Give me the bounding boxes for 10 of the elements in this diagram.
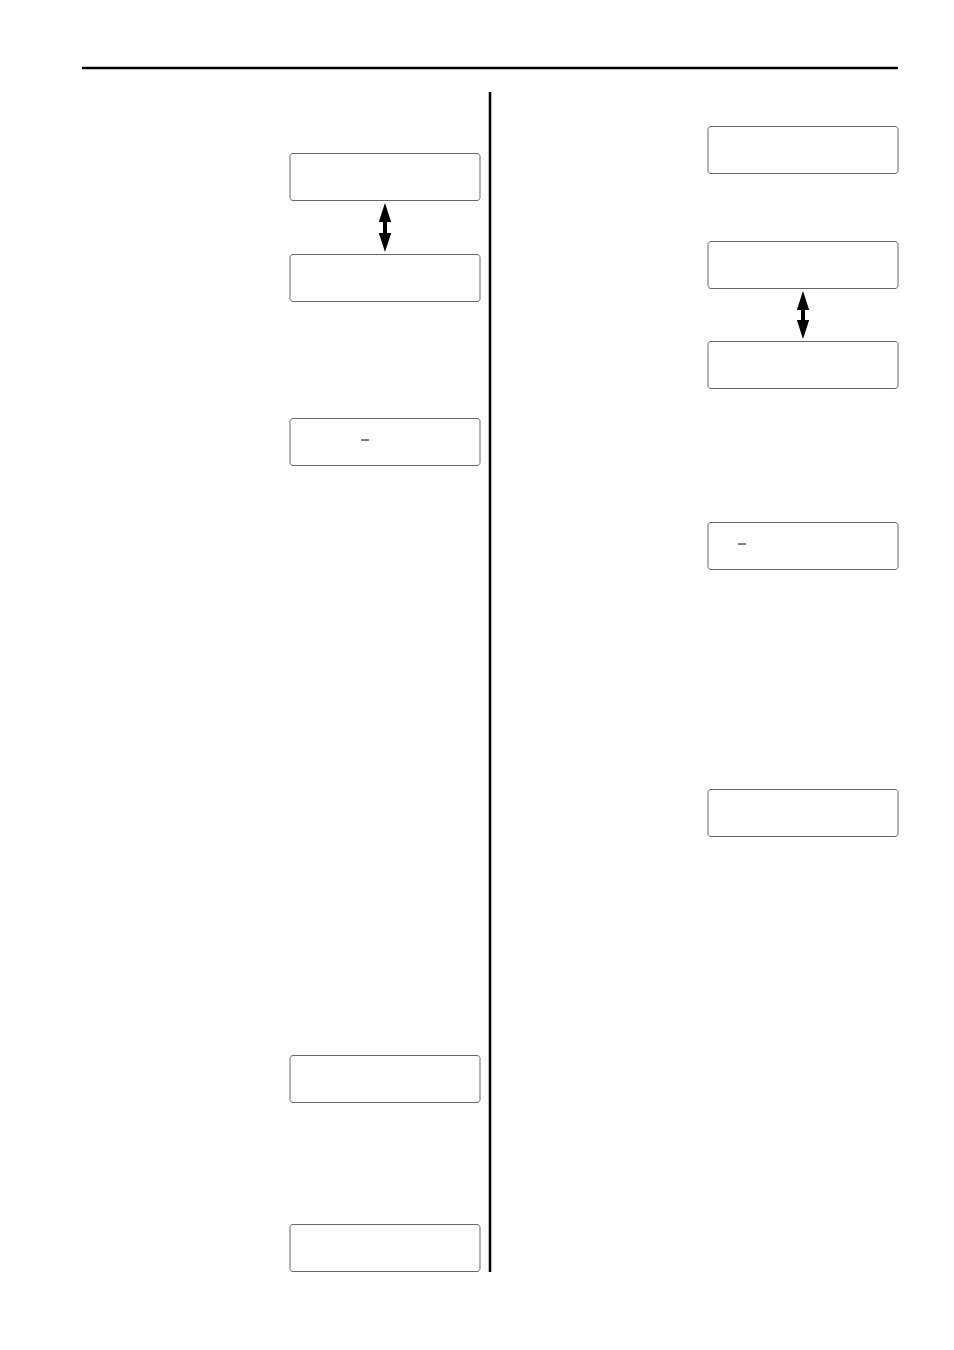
display-box	[707, 341, 899, 389]
display-box	[289, 1055, 481, 1103]
display-box	[289, 153, 481, 201]
display-box	[707, 241, 899, 289]
display-box	[707, 126, 899, 174]
display-box	[289, 418, 481, 466]
display-box	[289, 1224, 481, 1272]
display-box	[707, 789, 899, 837]
display-box	[289, 254, 481, 302]
display-box	[707, 522, 899, 570]
